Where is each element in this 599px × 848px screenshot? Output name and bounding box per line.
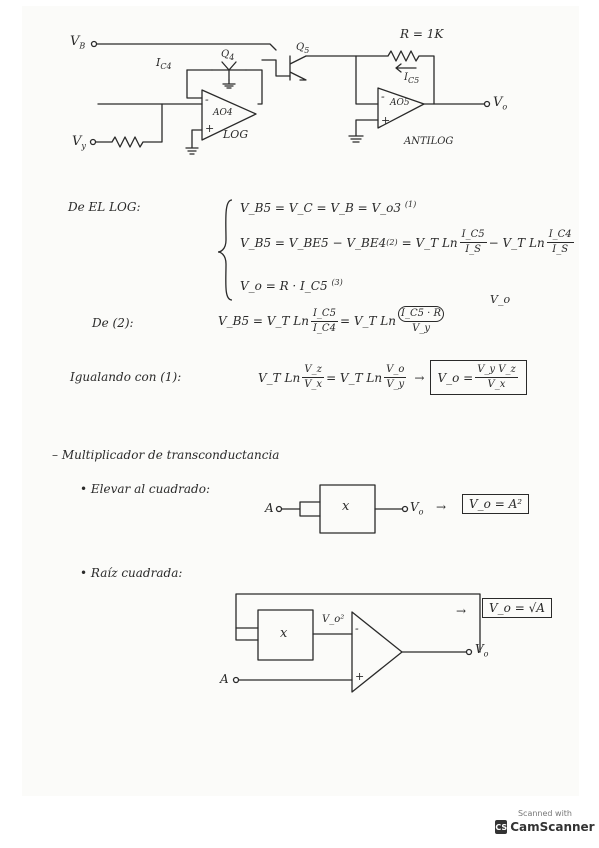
de2-label: De (2):: [92, 316, 134, 330]
ao5-label: AO5: [390, 98, 410, 108]
sqrt-vo2-label: V_o²: [322, 614, 345, 625]
watermark-top-text: Scanned with: [517, 809, 573, 818]
sqrt-opamp: [351, 611, 403, 693]
vb-wire: [96, 43, 277, 51]
squarer-block-label: x: [342, 499, 350, 514]
log-label: LOG: [223, 128, 249, 141]
igualando-label: Igualando con (1):: [70, 370, 182, 384]
sqrt-output-terminal: [465, 648, 473, 656]
vy-resistor: [95, 103, 203, 148]
ic5-arrow: [395, 63, 417, 73]
vo-label: Vo: [493, 95, 508, 112]
ao4-opamp: [201, 89, 257, 141]
squarer-output-label: Vo: [410, 500, 424, 517]
ic5-label: IC5: [404, 72, 420, 85]
antilog-label: ANTILOG: [404, 136, 454, 147]
camscanner-watermark: Scanned with CS CamScanner: [495, 809, 595, 841]
vb-label: VB: [70, 34, 86, 51]
sqrt-block-label: x: [280, 626, 288, 641]
camscanner-logo: CS: [495, 820, 508, 834]
q4-ground: [222, 79, 236, 89]
squarer-input-label: A: [265, 501, 274, 515]
sqrt-arrow: →: [456, 604, 467, 618]
sqrt-input-terminal: [232, 676, 240, 684]
q4-output-wire: [186, 69, 263, 105]
eq1: V_B5 = V_C = V_B = V_o3 (1): [240, 200, 417, 215]
r-label: R = 1K: [400, 27, 444, 41]
sqrt-block-inputs: [235, 627, 259, 641]
sqrt-output-label: Vo: [475, 642, 489, 659]
sqrt-minus: -: [355, 622, 359, 635]
ao5-opamp: [377, 87, 425, 129]
intro-text: De EL LOG:: [68, 200, 141, 214]
ao5-minus: -: [381, 90, 385, 103]
square-bullet: • Elevar al cuadrado:: [80, 482, 211, 496]
ao4-plus: +: [205, 122, 214, 135]
sqrt-feedback-loop: [235, 593, 481, 653]
q5-label: Q5: [296, 42, 310, 55]
watermark-name: CamScanner: [510, 820, 595, 834]
squarer-arrow: →: [436, 500, 447, 514]
q5-transistor: [289, 55, 307, 81]
de2-vo-note: V_o: [490, 293, 511, 306]
ao4-ground: [185, 129, 203, 155]
ao5-plus: +: [381, 114, 390, 127]
vy-label: Vy: [72, 134, 86, 151]
squarer-result-box: V_o = A²: [462, 494, 530, 514]
sqrt-bullet: • Raíz cuadrada:: [80, 566, 183, 580]
vo-terminal: [483, 100, 491, 108]
squarer-input-wires: [281, 501, 321, 517]
eq3: V_o = R · I_C5 (3): [240, 278, 343, 293]
ic4-label: IC4: [156, 56, 172, 72]
squarer-input-terminal: [275, 505, 283, 513]
q4-transistor: [211, 61, 247, 81]
section2-title: – Multiplicador de transconductancia: [52, 448, 280, 462]
q4-label: Q4: [221, 49, 235, 62]
sqrt-block: [257, 609, 314, 661]
ao4-feedback-wire: [186, 69, 203, 99]
sqrt-result-box: V_o = √A: [482, 598, 552, 618]
q5-wire-in: [261, 59, 291, 77]
ao4-label: AO4: [213, 108, 233, 118]
sqrt-input-label: A: [220, 672, 229, 686]
ao4-minus: -: [205, 93, 209, 106]
squarer-output-terminal: [401, 505, 409, 513]
ao5-ground: [348, 119, 379, 143]
sqrt-plus: +: [355, 670, 365, 683]
r-resistor: [355, 50, 435, 105]
